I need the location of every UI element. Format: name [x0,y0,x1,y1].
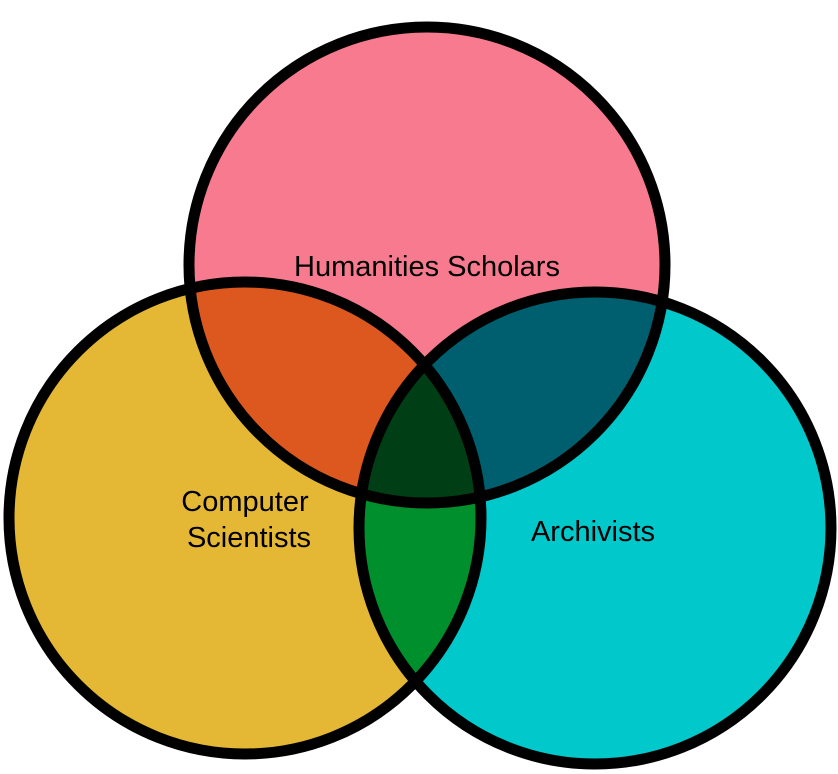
archivists-label: Archivists [531,516,655,548]
circle-outlines [3,21,837,770]
humanities-scholars-label: Humanities Scholars [294,251,560,283]
humanities-computer-overlap [189,282,481,503]
humanities-archivists-overlap [359,292,665,503]
computer-scientists-outline [3,276,487,760]
computer-scientists-label-line-2: Scientists [187,522,311,554]
computer-scientists-label: Computer Scientists [181,486,316,554]
computer-scientists-label-line-1: Computer [181,486,309,518]
humanities-scholars-outline [183,21,671,509]
archivists-outline [353,286,837,770]
